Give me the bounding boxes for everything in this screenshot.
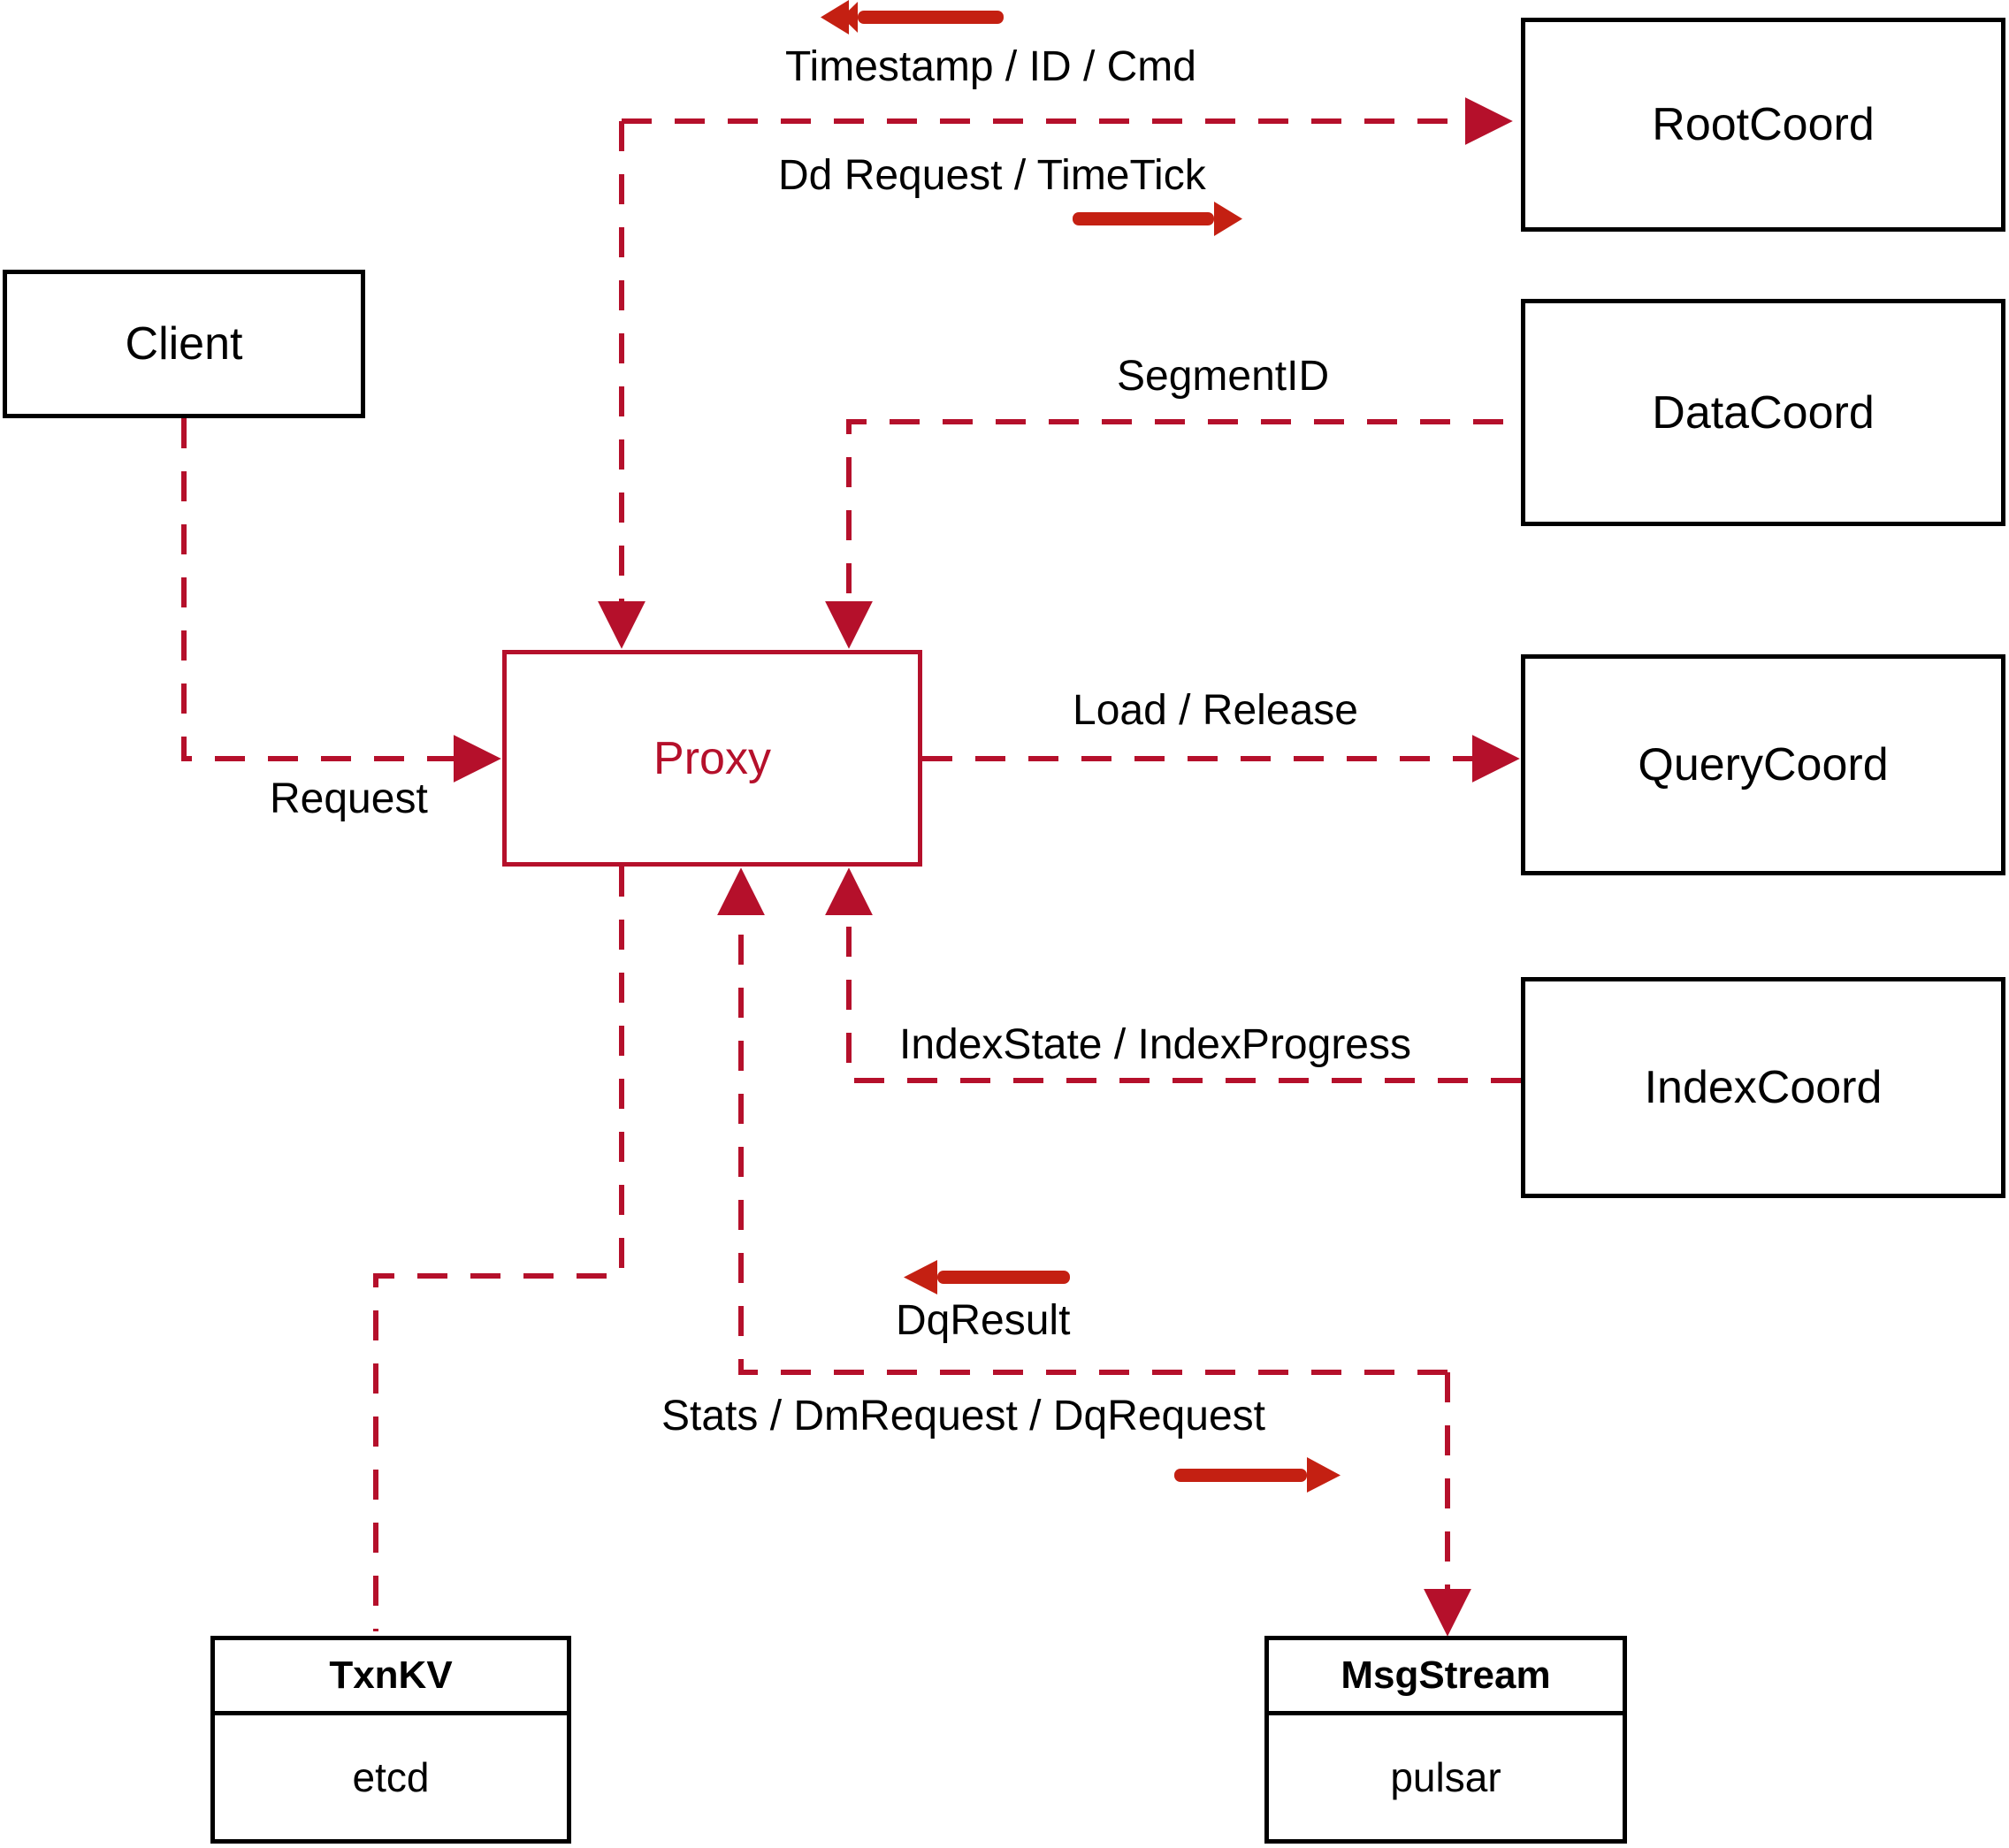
node-txnkv[interactable]: TxnKV etcd bbox=[210, 1636, 571, 1844]
direction-arrow-timestamp-id-cmd bbox=[821, 0, 1004, 34]
direction-arrow-dqresult bbox=[904, 1260, 1070, 1294]
node-proxy-label: Proxy bbox=[653, 732, 771, 784]
node-txnkv-implementation: etcd bbox=[352, 1754, 430, 1800]
node-indexcoord-label: IndexCoord bbox=[1644, 1062, 1883, 1113]
node-proxy[interactable]: Proxy bbox=[502, 650, 922, 867]
edge-label-timestamp-id-cmd: Timestamp / ID / Cmd bbox=[785, 43, 1196, 90]
node-msgstream-implementation: pulsar bbox=[1390, 1754, 1501, 1800]
node-indexcoord[interactable]: IndexCoord bbox=[1521, 977, 2005, 1198]
node-querycoord-label: QueryCoord bbox=[1638, 739, 1889, 790]
node-client[interactable]: Client bbox=[3, 270, 365, 418]
edge-label-indexstate-indexprogress: IndexState / IndexProgress bbox=[899, 1021, 1411, 1068]
node-msgstream-title: MsgStream bbox=[1341, 1653, 1551, 1697]
node-msgstream-body: pulsar bbox=[1269, 1715, 1623, 1839]
node-txnkv-body: etcd bbox=[215, 1715, 567, 1839]
edge-label-segmentid: SegmentID bbox=[1117, 353, 1330, 400]
node-msgstream-header: MsgStream bbox=[1269, 1640, 1623, 1715]
node-txnkv-header: TxnKV bbox=[215, 1640, 567, 1715]
node-client-label: Client bbox=[125, 318, 243, 370]
edge-label-dd-request-timetick: Dd Request / TimeTick bbox=[778, 152, 1206, 199]
wire-msgstream-to-proxy bbox=[717, 867, 1448, 1375]
node-txnkv-title: TxnKV bbox=[329, 1653, 453, 1697]
edge-label-stats-dmrequest-dqrequest: Stats / DmRequest / DqRequest bbox=[661, 1393, 1265, 1439]
direction-arrow-group bbox=[821, 0, 1341, 1493]
node-rootcoord-label: RootCoord bbox=[1652, 99, 1875, 150]
edge-label-dqresult: DqResult bbox=[896, 1297, 1071, 1344]
direction-arrow-stats-dmrequest-dqrequest bbox=[1174, 1457, 1341, 1493]
direction-arrow-dd-request-timetick bbox=[1073, 202, 1242, 236]
wire-datacoord-to-proxy bbox=[825, 419, 1503, 649]
wire-proxy-to-txnkv bbox=[373, 867, 624, 1631]
wire-indexcoord-to-proxy bbox=[825, 867, 1521, 1083]
node-datacoord-label: DataCoord bbox=[1652, 386, 1875, 439]
edge-label-request: Request bbox=[270, 775, 428, 822]
node-msgstream[interactable]: MsgStream pulsar bbox=[1264, 1636, 1627, 1844]
node-rootcoord[interactable]: RootCoord bbox=[1521, 18, 2005, 232]
edge-label-load-release: Load / Release bbox=[1073, 687, 1358, 734]
wire-client-to-proxy bbox=[181, 418, 501, 783]
node-datacoord[interactable]: DataCoord bbox=[1521, 299, 2005, 526]
node-querycoord[interactable]: QueryCoord bbox=[1521, 654, 2005, 875]
